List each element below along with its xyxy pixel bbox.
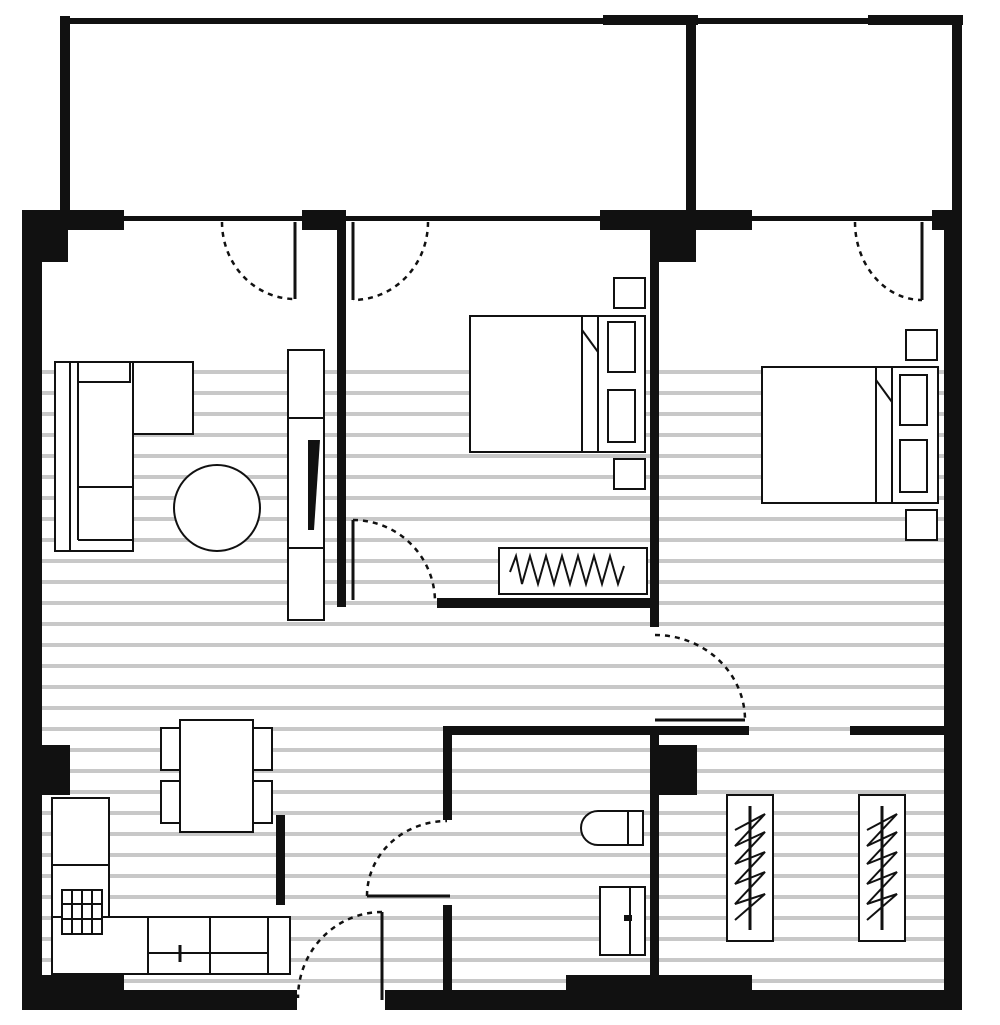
nightstand-2b <box>905 509 938 541</box>
bedroom1-balcony-door <box>351 221 430 302</box>
nightstand-1a <box>613 277 646 309</box>
sofa <box>54 361 194 552</box>
living-balcony-door <box>220 221 297 301</box>
bedroom1-door <box>351 518 437 603</box>
wardrobe-1 <box>498 547 648 595</box>
balcony-left <box>60 15 698 212</box>
bathroom <box>580 810 646 956</box>
entrance-door <box>296 910 384 1000</box>
coffee-table <box>173 464 261 552</box>
kitchen-dining <box>51 719 291 975</box>
balcony-right <box>696 15 963 212</box>
interior-walls <box>276 215 950 995</box>
bedroom-2 <box>761 329 939 541</box>
bedroom2-door <box>654 633 747 722</box>
bathroom-door <box>365 819 450 898</box>
bed-1 <box>469 315 646 453</box>
bed-2 <box>761 366 939 504</box>
kitchen-counter <box>51 797 291 975</box>
bedroom2-balcony-door <box>853 221 924 302</box>
tv-unit <box>287 349 325 621</box>
nightstand-2a <box>905 329 938 361</box>
doors <box>220 221 924 1000</box>
closet <box>726 794 906 942</box>
stove-grid <box>61 889 103 935</box>
exterior-walls <box>22 210 962 1010</box>
toilet <box>580 810 644 846</box>
sink <box>599 886 646 956</box>
nightstand-1b <box>613 458 646 490</box>
clothes-rack-2 <box>858 794 906 942</box>
bedroom-1 <box>469 277 648 595</box>
dining-table <box>160 719 273 833</box>
clothes-rack-1 <box>726 794 774 942</box>
living-room <box>54 349 325 621</box>
